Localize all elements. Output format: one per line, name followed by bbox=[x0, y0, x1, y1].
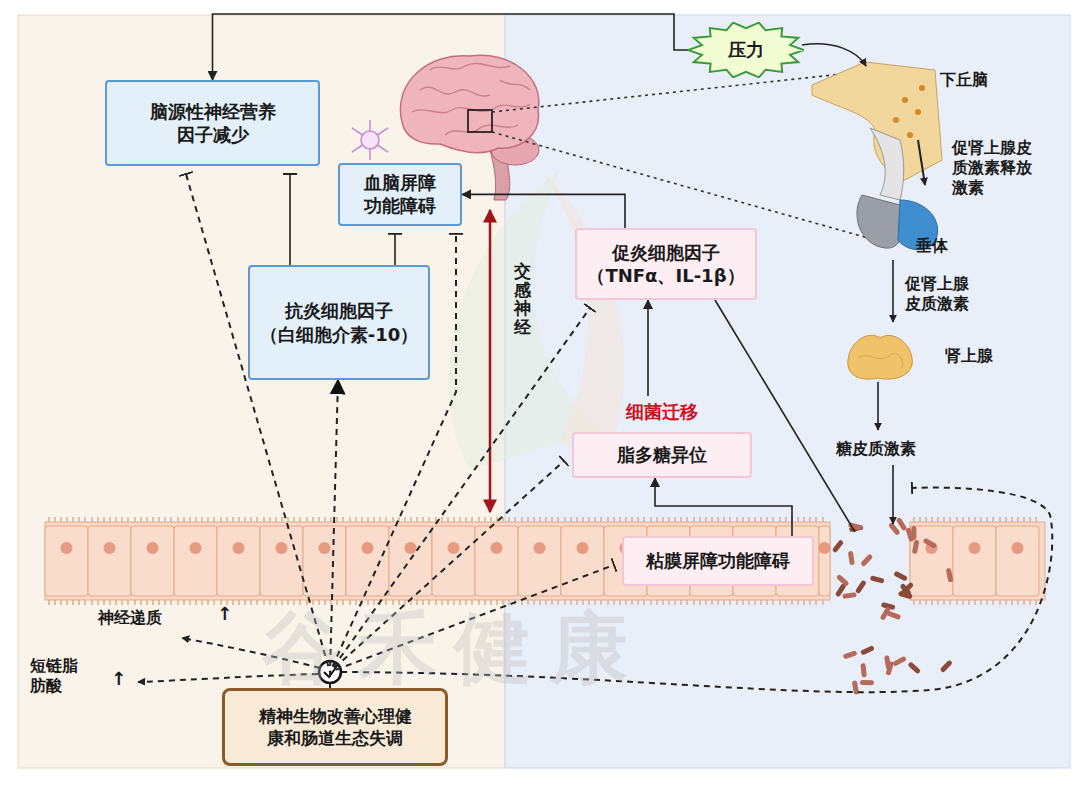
hpa-arrow bbox=[892, 465, 894, 524]
node-text: 促炎细胞因子 bbox=[612, 241, 720, 264]
adrenal-gland bbox=[858, 354, 903, 368]
text-label: ↑ bbox=[111, 668, 126, 691]
node-text: 脑源性神经营养因子减少 bbox=[150, 100, 276, 147]
text-label: 促肾上腺皮质激素 bbox=[905, 274, 974, 314]
sympathetic-arrow bbox=[489, 210, 492, 512]
hpa-arrow bbox=[877, 382, 879, 430]
node-text: 精神生物改善心理健康和肠道生态失调 bbox=[253, 705, 416, 749]
node-text: 粘膜屏障功能障碍 bbox=[646, 549, 790, 572]
connector bbox=[394, 234, 396, 265]
text-label: 下丘脑 bbox=[940, 70, 988, 90]
bacteria bbox=[832, 517, 954, 695]
node-text: 压力 bbox=[728, 38, 764, 61]
process-box: 抗炎细胞因子（白细胞介素-10） bbox=[248, 265, 430, 380]
text-label: 肾上腺 bbox=[945, 346, 993, 366]
node-text: 脂多糖异位 bbox=[617, 443, 707, 466]
connector bbox=[289, 174, 291, 265]
process-box: 脑源性神经营养因子减少 bbox=[105, 80, 320, 166]
text-label: 短链脂肪酸 bbox=[30, 656, 81, 696]
node-text: （TNFα、IL-1β） bbox=[587, 264, 744, 287]
text-label: ↑ bbox=[217, 603, 232, 626]
process-box: 细菌迁移脂多糖异位 bbox=[572, 432, 752, 478]
process-box: 精神生物改善心理健康和肠道生态失调 bbox=[222, 688, 448, 766]
text-label: 神经递质 bbox=[98, 608, 162, 628]
text-label: 促肾上腺皮质激素释放激素 bbox=[952, 138, 1035, 198]
text-label: 垂体 bbox=[916, 236, 948, 256]
leader-line bbox=[492, 132, 868, 238]
glial-cell bbox=[352, 120, 388, 160]
connector bbox=[213, 14, 695, 80]
node-text: 血脑屏障功能障碍 bbox=[359, 171, 442, 218]
process-box: 血脑屏障功能障碍 bbox=[338, 163, 462, 226]
node-text: （白细胞介素-10） bbox=[260, 323, 419, 346]
connector bbox=[647, 300, 649, 396]
connector bbox=[462, 194, 625, 228]
node-text: 抗炎细胞因子 bbox=[285, 299, 393, 322]
text-label: 糖皮质激素 bbox=[836, 439, 916, 459]
hpa-arrow bbox=[892, 260, 894, 322]
adrenal-gland bbox=[848, 335, 912, 379]
vertical-label: 交感神经 bbox=[514, 262, 531, 337]
starburst-node: 压力 bbox=[688, 22, 804, 78]
leader-line bbox=[715, 300, 855, 532]
watermark: 谷禾健康 bbox=[262, 600, 646, 698]
leader-line bbox=[492, 72, 860, 112]
process-box: 促炎细胞因子（TNFα、IL-1β） bbox=[575, 228, 757, 300]
logo-swirl bbox=[540, 170, 624, 470]
connector bbox=[655, 478, 792, 536]
process-box: 粘膜屏障功能障碍 bbox=[622, 536, 814, 586]
node-heading: 细菌迁移 bbox=[574, 400, 750, 423]
hypothalamus-pituitary bbox=[812, 62, 942, 250]
pressure-arrow bbox=[802, 44, 866, 66]
